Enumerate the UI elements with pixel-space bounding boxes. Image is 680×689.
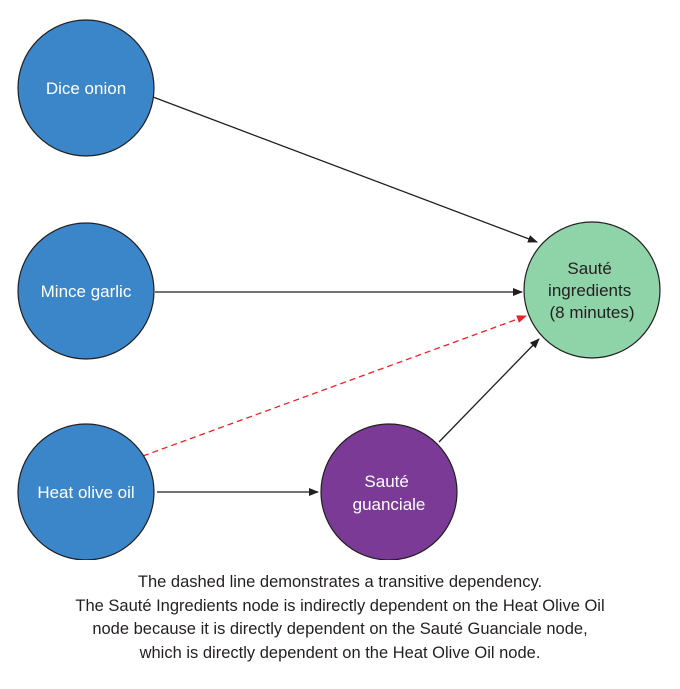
node-saute-ingredients: Sauté ingredients (8 minutes) [523,221,661,359]
node-mince-garlic-label: Mince garlic [41,282,132,301]
caption-line-2: The Sauté Ingredients node is indirectly… [75,596,605,615]
caption-line-1: The dashed line demonstrates a transitiv… [137,573,543,591]
node-saute-ingredients-label-line-2: ingredients [548,281,631,300]
node-saute-guanciale-label-line-2: guanciale [353,495,426,514]
node-saute-guanciale: Sauté guanciale [320,423,458,560]
svg-text:Sauté guanciale: Sauté guanciale [353,472,426,514]
svg-text:Mince garlic: Mince garlic [41,282,132,301]
diagram-caption: The dashed line demonstrates a transitiv… [0,571,680,665]
node-heat-olive-oil: Heat olive oil [17,423,155,560]
dependency-diagram: Dice onion Mince garlic Heat olive oil S… [17,19,661,560]
edge-saute-guanciale-to-saute-ingredients [438,338,540,443]
node-saute-ingredients-label-line-1: Sauté [567,259,611,278]
node-heat-olive-oil-label: Heat olive oil [37,483,134,502]
node-saute-ingredients-label-line-3: (8 minutes) [549,303,634,322]
node-dice-onion-label: Dice onion [46,79,126,98]
caption-line-4: which is directly dependent on the Heat … [139,643,541,662]
edge-heat-olive-oil-to-saute-ingredients-dashed [142,315,527,457]
svg-text:Heat olive oil: Heat olive oil [37,483,134,502]
node-mince-garlic: Mince garlic [17,222,155,360]
edge-dice-onion-to-saute-ingredients [152,96,538,243]
node-saute-guanciale-label-line-1: Sauté [364,472,408,491]
node-dice-onion: Dice onion [17,19,155,157]
caption-line-3: node because it is directly dependent on… [92,620,588,638]
svg-text:Dice onion: Dice onion [46,79,126,98]
svg-text:Sauté ingredients: Sauté ingredients (8 minutes) [548,259,636,322]
